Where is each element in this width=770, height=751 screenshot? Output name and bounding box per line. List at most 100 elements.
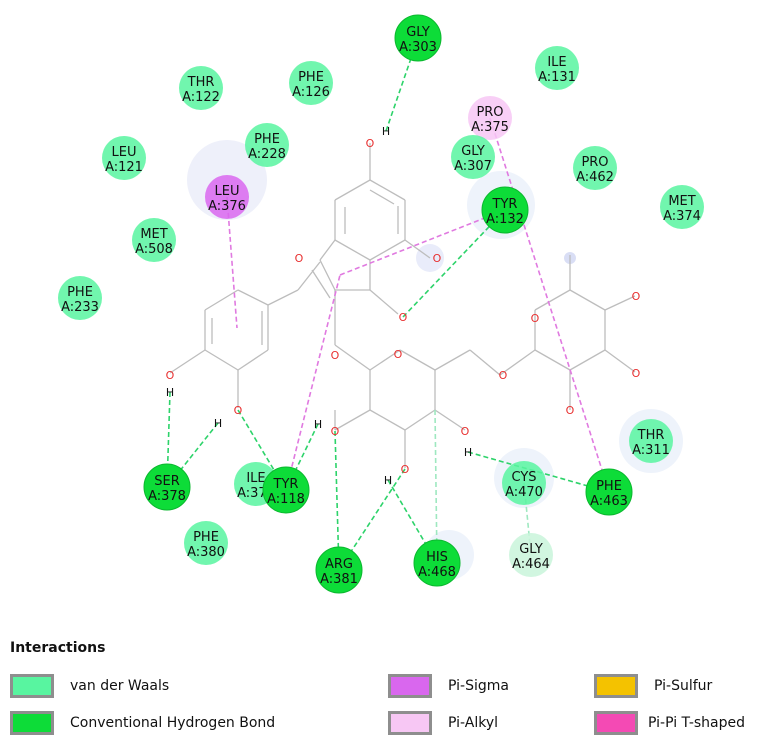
residue-number: A:303 bbox=[399, 40, 437, 55]
hydrogen-atom-label: H bbox=[166, 386, 174, 399]
oxygen-atom-label: O bbox=[234, 404, 243, 417]
oxygen-atom-label: O bbox=[461, 425, 470, 438]
ligand-bond bbox=[311, 269, 331, 299]
residue-circle bbox=[573, 146, 617, 190]
residue-name: PRO bbox=[581, 155, 608, 170]
ligand-bond bbox=[319, 259, 336, 291]
residue-name: SER bbox=[154, 474, 180, 489]
legend-label: Pi-Alkyl bbox=[448, 715, 499, 731]
residue-circle bbox=[205, 175, 249, 219]
ligand-bond bbox=[404, 409, 436, 431]
residue-circle bbox=[451, 135, 495, 179]
residue-number: A:228 bbox=[248, 147, 286, 162]
residue-circle bbox=[58, 276, 102, 320]
residue-name: PHE bbox=[67, 285, 93, 300]
legend-label: Conventional Hydrogen Bond bbox=[70, 715, 276, 731]
legend-swatch-pi-alkyl bbox=[388, 711, 432, 735]
legend-item-pi-sigma: Pi-Sigma bbox=[388, 672, 509, 700]
ligand-bond bbox=[267, 289, 299, 306]
ligand-bond bbox=[334, 409, 371, 431]
residue-number: A:374 bbox=[663, 209, 701, 224]
ligand-structure bbox=[169, 143, 636, 468]
oxygen-atom-label: O bbox=[166, 369, 175, 382]
oxygen-atom-label: O bbox=[531, 312, 540, 325]
ligand-bond bbox=[334, 239, 371, 261]
residue-name: MET bbox=[668, 194, 695, 209]
ligand-bond bbox=[369, 289, 399, 315]
ligand-bond bbox=[369, 179, 406, 201]
residue-number: A:508 bbox=[135, 242, 173, 257]
ligand-bond bbox=[434, 409, 466, 431]
residue-circle bbox=[262, 466, 310, 514]
residue-circle bbox=[413, 539, 461, 587]
residue-circle bbox=[179, 66, 223, 110]
residue-name: MET bbox=[140, 227, 167, 242]
legend-label: Pi-Sigma bbox=[448, 678, 509, 694]
residue-number: A:122 bbox=[182, 90, 220, 105]
hydrogen-bond-line bbox=[285, 423, 319, 491]
oxygen-atom-label: O bbox=[566, 404, 575, 417]
legend-item-pi-pi-t-shaped: Pi-Pi T-shaped bbox=[594, 709, 745, 737]
residue-name: GLY bbox=[461, 144, 485, 159]
legend-swatch-van-der-waals bbox=[10, 674, 54, 698]
legend-title: Interactions bbox=[10, 640, 106, 656]
residue-name: PHE bbox=[298, 70, 324, 85]
residue-circle bbox=[585, 468, 633, 516]
oxygen-atom-label: O bbox=[632, 367, 641, 380]
residue-circle bbox=[502, 461, 546, 505]
residue-number: A:462 bbox=[576, 170, 614, 185]
residue-number: A:380 bbox=[187, 545, 225, 560]
residue-circle bbox=[245, 123, 289, 167]
hydrogen-atom-label: H bbox=[384, 474, 392, 487]
ligand-bond bbox=[297, 261, 321, 291]
residue-number: A:233 bbox=[61, 300, 99, 315]
oxygen-atom-label: O bbox=[399, 311, 408, 324]
ligand-bond bbox=[404, 239, 431, 259]
residue-number: A:126 bbox=[292, 85, 330, 100]
residue-number: A:464 bbox=[512, 557, 550, 572]
ligand-bond bbox=[604, 349, 636, 373]
oxygen-atom-label: O bbox=[433, 252, 442, 265]
ligand-bond bbox=[369, 189, 395, 205]
residue-name: GLY bbox=[519, 542, 543, 557]
residue-name: PRO bbox=[476, 105, 503, 120]
ligand-bond bbox=[569, 289, 606, 311]
legend-swatch-pi-pi-t-shaped bbox=[594, 711, 638, 735]
hydrogen-bond-line bbox=[402, 209, 506, 318]
legend-label: Pi-Sulfur bbox=[654, 678, 713, 694]
residue-circle bbox=[660, 185, 704, 229]
residue-number: A:381 bbox=[320, 572, 358, 587]
residue-number: A:378 bbox=[148, 489, 186, 504]
residue-number: A:376 bbox=[208, 199, 246, 214]
ligand-bond bbox=[204, 289, 239, 311]
hydrogen-atom-label: H bbox=[314, 418, 322, 431]
oxygen-atom-label: O bbox=[295, 252, 304, 265]
hydrogen-atom-label: H bbox=[464, 446, 472, 459]
legend-item-hydrogen-bond: Conventional Hydrogen Bond bbox=[10, 709, 275, 737]
ligand-bond bbox=[399, 349, 436, 371]
pi-sigma-line bbox=[226, 196, 238, 329]
hydrogen-atom-label: H bbox=[214, 417, 222, 430]
ligand-bond bbox=[369, 409, 406, 431]
ligand-bond bbox=[534, 289, 571, 311]
hydrogen-atom-label: H bbox=[382, 125, 390, 138]
residue-circle bbox=[143, 463, 191, 511]
residue-number: A:121 bbox=[105, 160, 143, 175]
ligand-bond bbox=[169, 349, 206, 374]
oxygen-atom-label: O bbox=[394, 348, 403, 361]
residue-name: LEU bbox=[112, 145, 137, 160]
residue-circle bbox=[102, 136, 146, 180]
residue-circle bbox=[315, 546, 363, 594]
